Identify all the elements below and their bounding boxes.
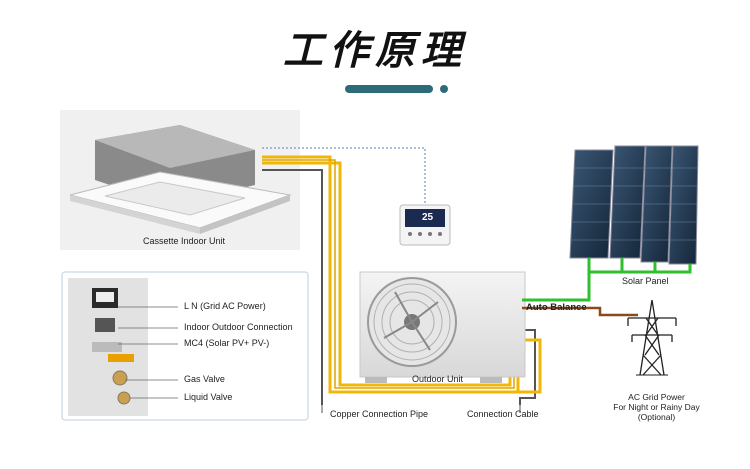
detail-callout-lines (118, 306, 178, 399)
cassette-indoor-unit (69, 125, 292, 234)
wall-thermostat (399, 204, 451, 246)
callout-mc4-solar: MC4 (Solar PV+ PV-) (184, 338, 270, 348)
connection-cable-label: Connection Cable (467, 409, 539, 419)
title-underline-dot (440, 85, 448, 93)
detail-unit-closeup (68, 278, 148, 416)
transmission-tower (627, 299, 677, 376)
callout-gas-valve: Gas Valve (184, 374, 225, 384)
page-title: 工作原理 (283, 27, 467, 74)
ac-grid-label-line3: (Optional) (637, 412, 676, 422)
ac-grid-label: AC Grid Power For Night or Rainy Day (Op… (604, 392, 709, 422)
auto-balance-label: Auto Balance (526, 302, 587, 313)
outdoor-unit (359, 271, 526, 383)
copper-pipe-label: Copper Connection Pipe (330, 409, 429, 419)
ac-grid-label-line1: AC Grid Power (628, 392, 685, 402)
grid-wiring (522, 306, 638, 317)
callout-liquid-valve: Liquid Valve (184, 392, 233, 402)
connection-cable (262, 169, 536, 405)
outdoor-pipe-stubs (518, 338, 542, 394)
thermostat-wire (262, 147, 426, 205)
thermostat-display: 25 (422, 212, 434, 223)
solar-wiring (522, 258, 692, 302)
title-underline-bar (345, 85, 433, 93)
ac-grid-label-line2: For Night or Rainy Day (613, 402, 700, 412)
indoor-unit-label: Cassette Indoor Unit (143, 236, 226, 246)
callout-grid-ac-power: L N (Grid AC Power) (184, 301, 266, 311)
solar-panels (569, 145, 699, 265)
outdoor-unit-label: Outdoor Unit (412, 374, 464, 384)
callout-indoor-outdoor-connection: Indoor Outdoor Connection (184, 322, 293, 332)
solar-panel-label: Solar Panel (622, 276, 669, 286)
